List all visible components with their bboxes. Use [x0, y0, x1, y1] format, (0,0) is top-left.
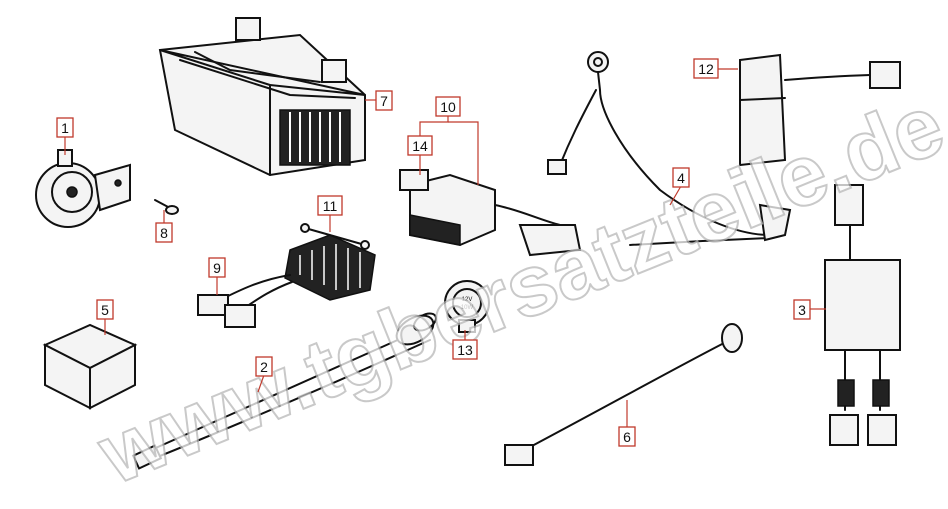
label-12: 12 — [693, 58, 719, 79]
label-7: 7 — [375, 90, 393, 111]
label-6-text: 6 — [623, 429, 631, 445]
screw — [154, 199, 179, 215]
label-8-text: 8 — [160, 225, 168, 241]
ignition-coil — [824, 184, 901, 446]
label-1: 1 — [56, 117, 74, 138]
label-9: 9 — [208, 257, 226, 278]
label-2-text: 2 — [260, 359, 268, 375]
wire-harness — [131, 312, 437, 470]
label-13-text: 13 — [457, 342, 473, 358]
label-3: 3 — [793, 299, 811, 320]
label-14: 14 — [407, 135, 433, 156]
battery-cable — [547, 51, 792, 246]
regulator-rectifier — [197, 223, 376, 328]
socket-text-10w: 10W — [461, 305, 474, 311]
label-4: 4 — [672, 167, 690, 188]
horn — [35, 149, 131, 228]
label-2: 2 — [255, 356, 273, 377]
starter-relay — [399, 169, 582, 257]
label-9-text: 9 — [213, 260, 221, 276]
socket-text-12v: 12V — [462, 297, 473, 303]
label-12-text: 12 — [698, 61, 714, 77]
control-box — [42, 323, 138, 410]
label-10: 10 — [435, 96, 461, 117]
label-3-text: 3 — [798, 302, 806, 318]
battery — [158, 17, 366, 177]
power-socket: 12V 10W — [444, 280, 490, 333]
leader-lines — [64, 68, 826, 427]
ground-cable — [504, 323, 743, 466]
label-7-text: 7 — [380, 93, 388, 109]
label-11: 11 — [317, 195, 343, 216]
label-5: 5 — [96, 299, 114, 320]
cdi-unit — [739, 53, 901, 167]
label-4-text: 4 — [677, 170, 685, 186]
label-10-text: 10 — [440, 99, 456, 115]
label-11-text: 11 — [323, 198, 338, 214]
label-5-text: 5 — [101, 302, 109, 318]
label-6: 6 — [618, 426, 636, 447]
label-14-text: 14 — [412, 138, 428, 154]
label-8: 8 — [155, 222, 173, 243]
label-13: 13 — [452, 339, 478, 360]
label-1-text: 1 — [61, 120, 69, 136]
